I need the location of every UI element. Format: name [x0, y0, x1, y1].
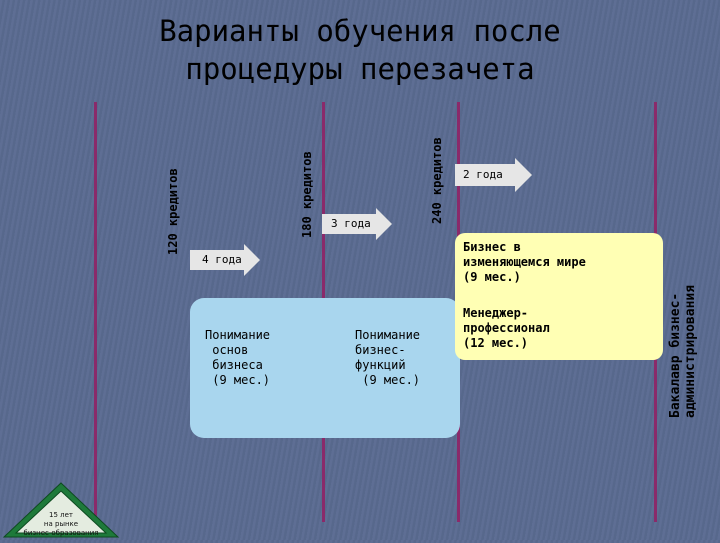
arrow-3-years-label: 3 года	[331, 217, 371, 230]
divider-line-1	[94, 102, 97, 522]
arrow-2-years-label: 2 года	[463, 168, 503, 181]
arrow-2-years	[455, 158, 532, 192]
manager-text: Менеджер-профессионал(12 мес.)	[463, 306, 550, 350]
basics-text: Понимание основ бизнеса (9 мес.)	[205, 328, 271, 387]
anniversary-badge: 15 лет на рынке бизнес-образования	[2, 481, 120, 539]
slide-title: Варианты обучения после процедуры переза…	[120, 12, 600, 88]
arrow-4-years-label: 4 года	[202, 253, 242, 266]
arrow-4-years	[190, 244, 260, 276]
credits-240-label: 240 кредитов	[430, 137, 444, 224]
degree-label: Бакалавр бизнес- администрирования	[668, 284, 698, 418]
title-line-2: процедуры перезачета	[185, 52, 535, 86]
general-studies-box	[190, 298, 460, 438]
badge-line-1: 15 лет	[49, 511, 73, 519]
badge-line-3: бизнес-образования	[23, 529, 99, 537]
credits-180-label: 180 кредитов	[300, 151, 314, 238]
triangle-logo-icon	[2, 482, 120, 538]
arrow-3-years	[322, 208, 392, 240]
badge-line-2: на рынке	[43, 520, 79, 528]
credits-120-label: 120 кредитов	[166, 168, 180, 255]
title-line-1: Варианты обучения после	[159, 14, 561, 48]
specialization-box	[455, 233, 663, 360]
